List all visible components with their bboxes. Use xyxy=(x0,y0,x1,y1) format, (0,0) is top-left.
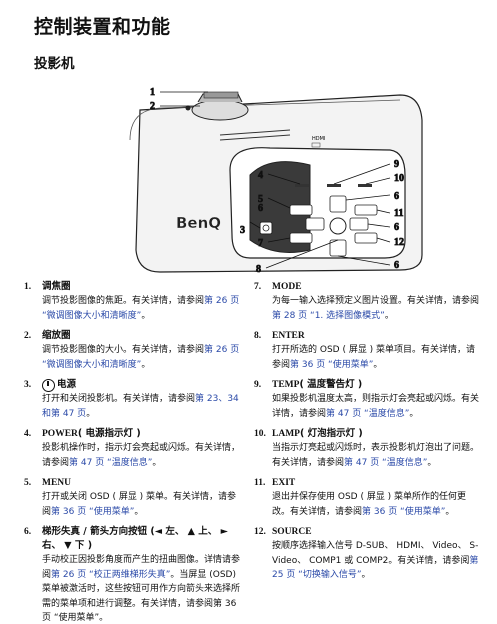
list-item: 9. TEMP ( 温度警告灯 ) 如果投影机温度太高，则指示灯会亮起或闪烁。有… xyxy=(254,379,480,419)
source-button xyxy=(354,232,378,244)
hdmi-badge: HDMI xyxy=(312,136,325,142)
callout-6d: 6 xyxy=(394,260,399,271)
callout-11: 11 xyxy=(394,208,403,219)
callout-10: 10 xyxy=(394,173,404,184)
callout-9: 9 xyxy=(394,159,399,170)
callout-2: 2 xyxy=(150,101,155,112)
list-item: 10. LAMP ( 灯泡指示灯 ) 当指示灯亮起或闪烁时，表示投影机灯泡出了问… xyxy=(254,428,480,468)
list-item: 6. 梯形失真 / 箭头方向按钮 (◄ 左、 ▲ 上、 ► 右、 ▼ 下 ) 手… xyxy=(24,526,241,623)
power-button-icon xyxy=(259,221,273,235)
enter-button xyxy=(329,217,347,235)
page-link[interactable]: 第 23、34 和第 47 页 xyxy=(42,394,239,419)
page-link[interactable]: 第 47 页 “温度信息” xyxy=(344,457,428,468)
list-item: 7. MODE 为每一输入选择预定义图片设置。有关详情，请参阅第 28 页 “1… xyxy=(254,282,480,321)
page-link[interactable]: 第 36 页 “使用菜单” xyxy=(362,506,446,517)
item-title: 梯形失真 / 箭头方向按钮 (◄ 左、 ▲ 上、 ► 右、 ▼ 下 ) xyxy=(42,526,228,551)
power-icon xyxy=(42,378,55,392)
lamp-indicator xyxy=(358,184,372,187)
page-title: 控制装置和功能 xyxy=(34,16,171,38)
page-link[interactable]: 第 28 页 “1. 选择图像模式” xyxy=(272,310,385,321)
list-item: 2. 缩放圈 调节投影图像的大小。有关详情，请参阅第 26 页 “微调图像大小和… xyxy=(24,329,242,372)
callout-8: 8 xyxy=(256,264,261,275)
callout-3: 3 xyxy=(240,225,245,236)
page-link[interactable]: 第 36 页 “使用菜单” xyxy=(290,359,374,370)
list-item: 12. SOURCE 按顺序选择输入信号 D-SUB、 HDMI、 Video、… xyxy=(254,527,479,581)
page-link[interactable]: 第 36 页 “使用菜单” xyxy=(51,506,135,517)
mode-button xyxy=(289,232,313,244)
item-title: 电源 xyxy=(57,379,77,390)
page-link[interactable]: 第 47 页 “温度信息” xyxy=(69,457,153,468)
list-item: 5. MENU 打开或关闭 OSD ( 屏显 ) 菜单。有关详情，请参阅第 36… xyxy=(24,478,237,517)
callout-7: 7 xyxy=(258,238,263,249)
projector-diagram: HDMI BenQ 1 2 3 4 5 6 6 6 6 7 8 9 10 11 … xyxy=(129,87,423,275)
callout-5: 5 xyxy=(258,194,263,205)
arrow-right-button xyxy=(349,217,369,231)
list-item: 8. ENTER 打开所选的 OSD ( 屏显 ) 菜单项目。有关详情，请参阅第… xyxy=(254,331,476,370)
callout-12: 12 xyxy=(394,237,404,248)
list-item: 11. EXIT 退出并保存使用 OSD ( 屏显 ) 菜单所作的任何更改。有关… xyxy=(254,478,467,517)
item-title: 调焦圈 xyxy=(42,281,71,292)
left-column: 1. 调焦圈 调节投影图像的焦距。有关详情，请参阅第 26 页 “微调图像大小和… xyxy=(24,280,242,624)
arrow-up-button xyxy=(329,195,347,213)
list-item: 3. 电源 打开和关闭投影机。有关详情，请参阅第 23、34 和第 47 页。 xyxy=(24,378,239,419)
callout-4: 4 xyxy=(258,170,263,181)
callout-6b: 6 xyxy=(394,191,399,202)
page-link[interactable]: 第 47 页 “温度信息” xyxy=(326,408,410,419)
list-item: 4. POWER ( 电源指示灯 ) 投影机操作时，指示灯会亮起或闪烁。有关详情… xyxy=(24,428,241,468)
section-title: 投影机 xyxy=(34,56,75,72)
menu-button xyxy=(289,204,313,216)
right-column: 7. MODE 为每一输入选择预定义图片设置。有关详情，请参阅第 28 页 “1… xyxy=(254,280,484,589)
page-link[interactable]: 第 26 页 “微调图像大小和清晰度” xyxy=(42,345,240,370)
exit-button xyxy=(354,204,378,216)
power-indicator xyxy=(295,184,309,187)
callout-6c: 6 xyxy=(394,222,399,233)
lens-assembly xyxy=(191,99,249,121)
list-item: 1. 调焦圈 调节投影图像的焦距。有关详情，请参阅第 26 页 “微调图像大小和… xyxy=(24,280,242,323)
item-title: 缩放圈 xyxy=(42,330,71,341)
arrow-left-button xyxy=(305,217,325,231)
temp-indicator xyxy=(327,184,341,187)
callout-1: 1 xyxy=(150,87,155,98)
page-link[interactable]: 第 26 页 “微调图像大小和清晰度” xyxy=(42,296,240,321)
focus-ring-icon xyxy=(203,91,239,99)
callout-6a: 6 xyxy=(258,203,263,214)
page-link[interactable]: 第 26 页 “校正两维梯形失真” xyxy=(51,569,171,580)
page-link[interactable]: 第 25 页 “切换输入信号” xyxy=(272,555,479,581)
brand-logo: BenQ xyxy=(176,214,221,232)
